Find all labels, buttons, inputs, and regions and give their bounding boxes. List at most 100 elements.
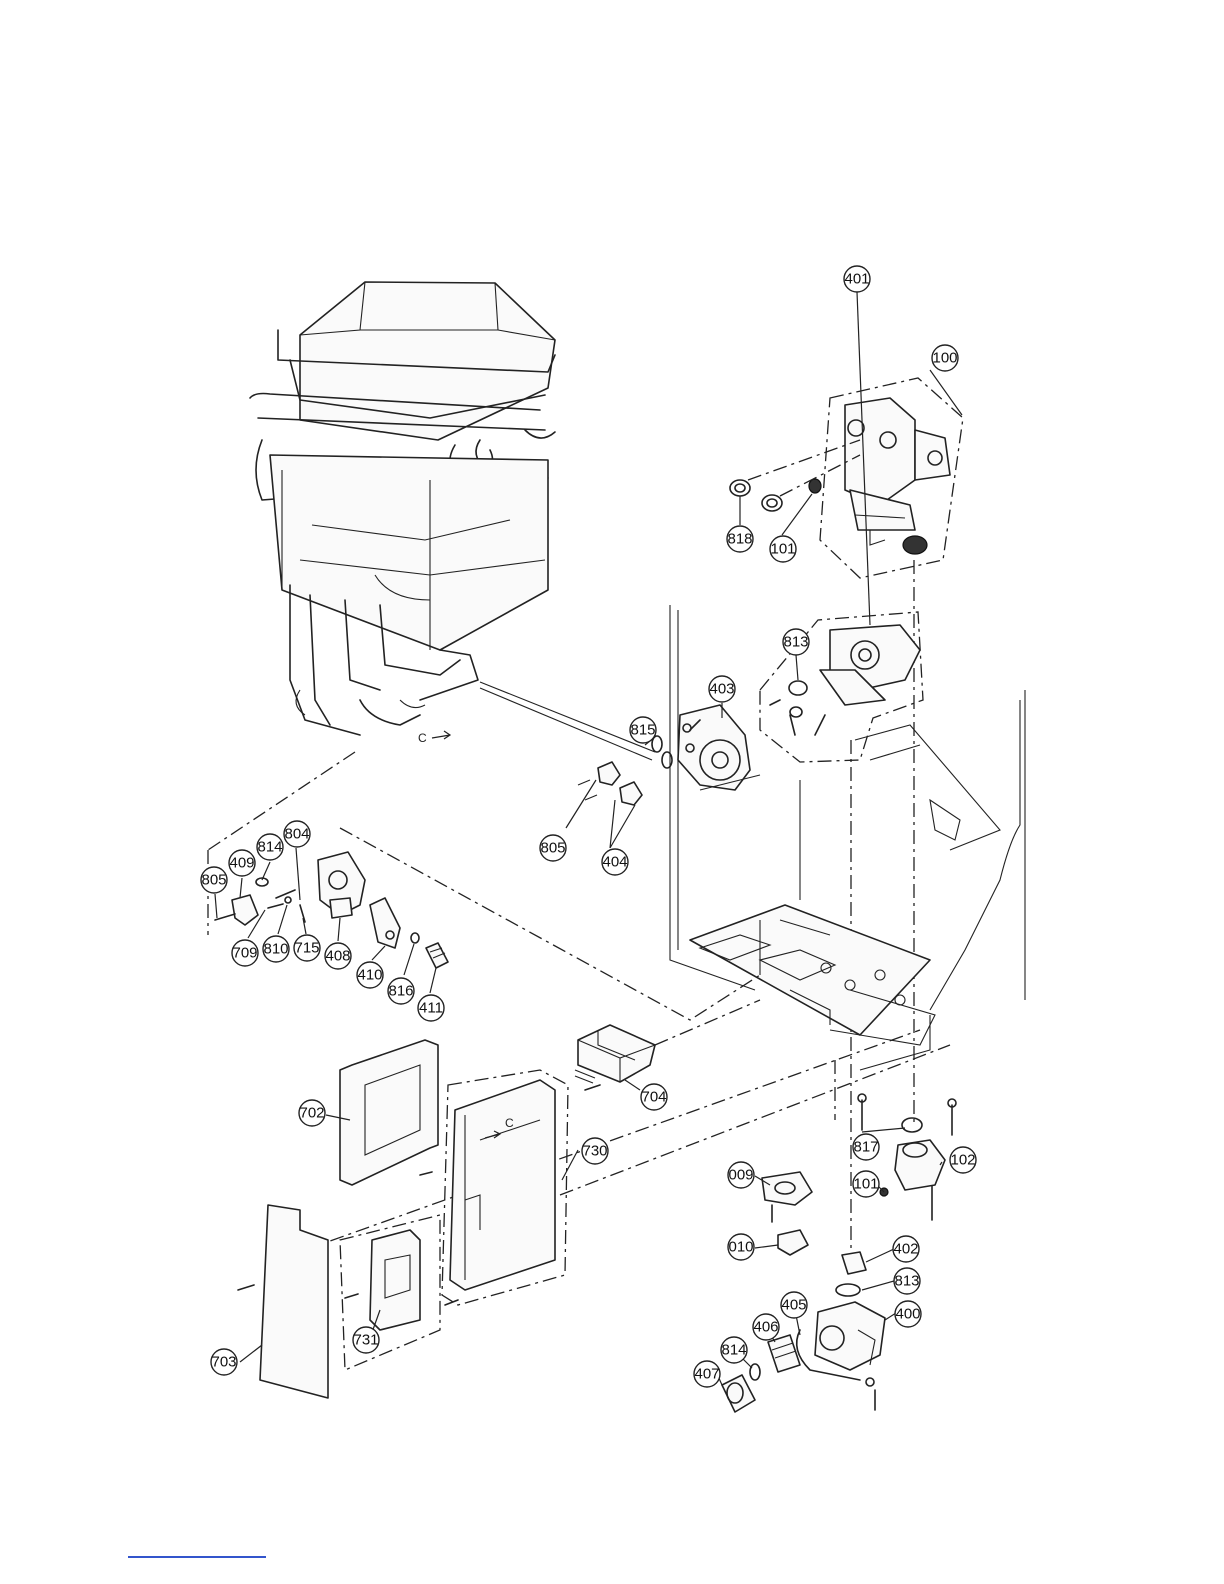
valve-body-400 xyxy=(815,1302,885,1370)
washer-818 xyxy=(730,480,750,496)
svg-text:805: 805 xyxy=(201,872,226,889)
callout-702: 702 xyxy=(299,1100,325,1126)
svg-text:406: 406 xyxy=(753,1319,778,1336)
clip-404 xyxy=(578,762,642,805)
gasket-410 xyxy=(370,898,400,948)
svg-text:814: 814 xyxy=(721,1342,746,1359)
plug-407 xyxy=(722,1375,755,1412)
guide-line xyxy=(208,752,355,850)
callout-815: 815 xyxy=(630,717,656,743)
callout-810: 810 xyxy=(263,936,289,962)
svg-text:101: 101 xyxy=(853,1176,878,1193)
svg-text:813: 813 xyxy=(783,634,808,651)
flow-marker-pcb: C xyxy=(505,1116,514,1130)
callout-401: 401 xyxy=(844,266,870,292)
callout-709: 709 xyxy=(232,940,258,966)
svg-text:407: 407 xyxy=(694,1366,719,1383)
callout-403: 403 xyxy=(709,676,735,702)
svg-text:010: 010 xyxy=(728,1239,753,1256)
o-ring-813 xyxy=(789,681,807,695)
svg-text:815: 815 xyxy=(630,722,655,739)
footer-link-underline xyxy=(128,1556,266,1558)
heat-exchanger-assembly xyxy=(250,282,555,735)
svg-text:408: 408 xyxy=(325,948,350,965)
o-ring-815 xyxy=(652,736,672,768)
water-valve-403 xyxy=(678,705,750,790)
svg-text:400: 400 xyxy=(895,1306,920,1323)
callout-009: 009 xyxy=(728,1162,754,1188)
svg-text:009: 009 xyxy=(728,1167,753,1184)
callout-805: 805 xyxy=(201,867,227,893)
flow-marker-top: C xyxy=(418,731,427,745)
callout-101: 101 xyxy=(853,1171,879,1197)
water-flow-sensor-408 xyxy=(318,852,365,918)
callout-813: 813 xyxy=(894,1268,920,1294)
callout-408: 408 xyxy=(325,943,351,969)
callout-814: 814 xyxy=(257,834,283,860)
callout-410: 410 xyxy=(357,962,383,988)
o-ring-813b xyxy=(836,1284,860,1296)
svg-text:405: 405 xyxy=(781,1297,806,1314)
guide-line xyxy=(480,682,655,752)
svg-text:805: 805 xyxy=(540,840,565,857)
svg-text:401: 401 xyxy=(844,271,869,288)
svg-text:709: 709 xyxy=(232,945,257,962)
callout-405: 405 xyxy=(781,1292,807,1318)
svg-text:410: 410 xyxy=(357,967,382,984)
callout-411: 411 xyxy=(418,995,444,1021)
callout-804: 804 xyxy=(284,821,310,847)
svg-text:102: 102 xyxy=(950,1152,975,1169)
svg-text:804: 804 xyxy=(284,826,309,843)
callout-100: 100 xyxy=(932,345,958,371)
callout-402: 402 xyxy=(893,1236,919,1262)
callout-813: 813 xyxy=(783,629,809,655)
svg-text:409: 409 xyxy=(229,855,254,872)
callout-805: 805 xyxy=(540,835,566,861)
svg-text:402: 402 xyxy=(893,1241,918,1258)
small-parts-left xyxy=(215,878,305,922)
svg-text:730: 730 xyxy=(582,1143,607,1160)
bracket-702 xyxy=(340,1040,438,1185)
svg-text:813: 813 xyxy=(894,1273,919,1290)
controller-730 xyxy=(420,1070,568,1305)
svg-text:816: 816 xyxy=(388,983,413,1000)
callout-010: 010 xyxy=(728,1234,754,1260)
callout-731: 731 xyxy=(353,1327,379,1353)
svg-text:704: 704 xyxy=(641,1089,666,1106)
callout-409: 409 xyxy=(229,850,255,876)
callout-407: 407 xyxy=(694,1361,720,1387)
callout-404: 404 xyxy=(602,849,628,875)
o-ring-814b xyxy=(750,1364,760,1380)
svg-text:403: 403 xyxy=(709,681,734,698)
callout-400: 400 xyxy=(895,1301,921,1327)
svg-text:702: 702 xyxy=(299,1105,324,1122)
thermostat-009 xyxy=(762,1172,812,1205)
callout-814: 814 xyxy=(721,1337,747,1363)
callout-406: 406 xyxy=(753,1314,779,1340)
strainer-101 xyxy=(809,479,821,493)
guide-line xyxy=(480,688,652,760)
svg-text:817: 817 xyxy=(853,1139,878,1156)
svg-text:404: 404 xyxy=(602,854,627,871)
o-ring-817 xyxy=(902,1118,922,1132)
callout-102: 102 xyxy=(950,1147,976,1173)
svg-text:100: 100 xyxy=(932,350,957,367)
gas-valve-assembly xyxy=(820,378,963,578)
svg-text:818: 818 xyxy=(727,531,752,548)
svg-text:703: 703 xyxy=(211,1354,236,1371)
callout-715: 715 xyxy=(294,935,320,961)
nut-010 xyxy=(778,1230,808,1255)
svg-text:411: 411 xyxy=(419,1000,443,1017)
transformer-704 xyxy=(575,1025,655,1090)
strainer-406 xyxy=(768,1335,800,1372)
callout-703: 703 xyxy=(211,1349,237,1375)
callout-704: 704 xyxy=(641,1084,667,1110)
bracket-409 xyxy=(232,895,258,925)
svg-text:814: 814 xyxy=(257,839,282,856)
fitting-102 xyxy=(895,1140,945,1190)
svg-text:715: 715 xyxy=(294,940,319,957)
svg-text:810: 810 xyxy=(263,941,288,958)
svg-text:731: 731 xyxy=(353,1332,378,1349)
flow-arrow-top xyxy=(432,731,450,739)
